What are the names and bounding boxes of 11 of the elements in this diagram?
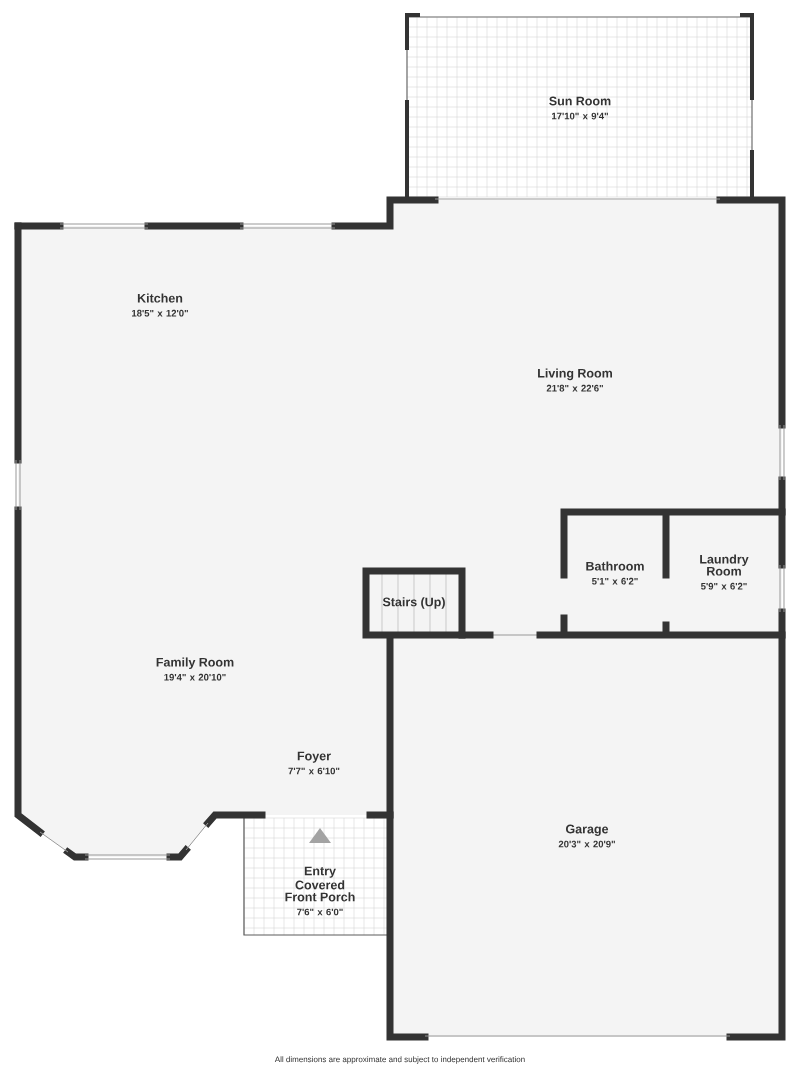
- room-label: Living Room 21'8" x 22'6": [538, 368, 612, 392]
- room-label: Bathroom 5'1" x 6'2": [586, 561, 644, 585]
- room-label: Laundry Room 5'9" x 6'2": [700, 554, 749, 590]
- room-label: Foyer 7'7" x 6'10": [288, 751, 340, 775]
- room-label: Stairs (Up): [382, 597, 445, 609]
- room-label: Sun Room 17'10" x 9'4": [549, 96, 611, 120]
- room-label: Garage 20'3" x 20'9": [558, 824, 615, 848]
- room-label: Entry Covered Front Porch 7'6" x 6'0": [285, 866, 355, 916]
- room-label: Kitchen 18'5" x 12'0": [132, 293, 188, 317]
- footnote: All dimensions are approximate and subject to independent verification: [274, 1056, 525, 1064]
- room-label: Family Room 19'4" x 20'10": [156, 657, 234, 681]
